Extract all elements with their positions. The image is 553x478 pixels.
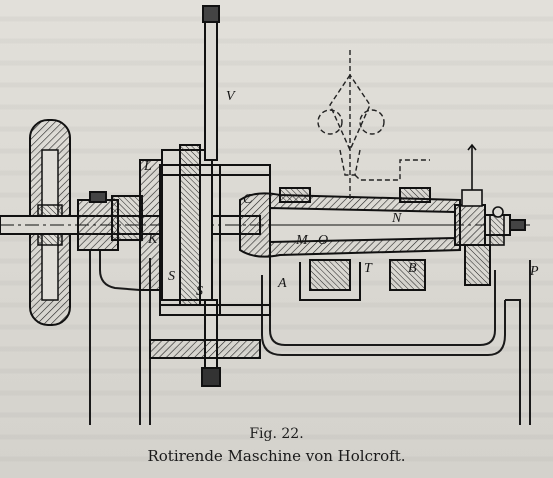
governor-dashed [317,50,430,200]
figure-labels: V L C K S S M O N T B A P [143,89,539,299]
label-n: N [391,211,402,226]
label-t: T [364,261,373,276]
figure-number: Fig. 22. [249,426,304,442]
label-s2: S [196,284,203,299]
cylinder-housing-c [149,164,271,359]
label-m: M [295,233,309,248]
label-o: O [318,233,328,248]
label-v: V [226,89,236,104]
vertical-rod-v [201,5,221,387]
right-end-housing [454,204,526,286]
label-b: B [408,261,417,276]
label-s1: S [168,269,175,284]
label-c: C [243,192,253,207]
valve-assembly [461,143,505,246]
holcroft-engine-drawing: V L C K S S M O N T B A P [0,5,539,425]
figure-caption: Rotirende Maschine von Holcroft. [147,447,406,465]
left-bearing [77,191,143,251]
label-p: P [529,264,539,279]
label-k: K [147,232,158,247]
label-a: A [277,276,287,291]
label-l: L [143,159,152,174]
rotor-body [239,187,461,301]
